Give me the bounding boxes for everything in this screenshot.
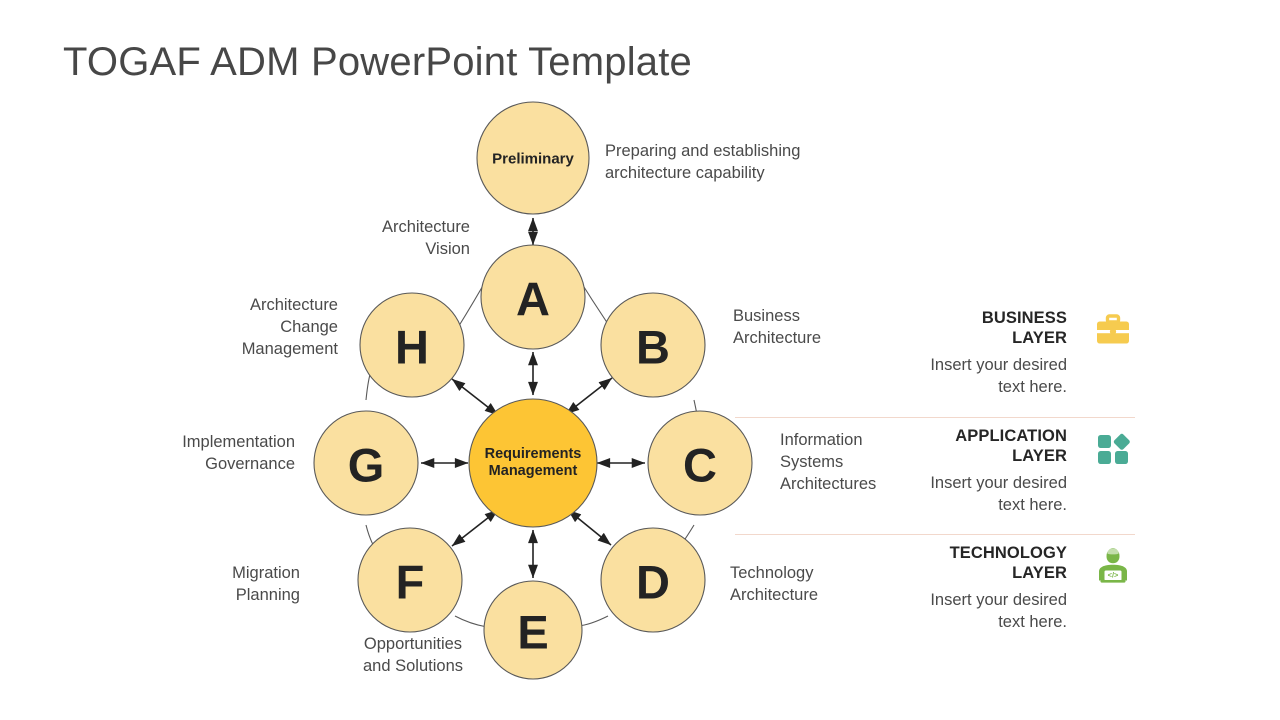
circle-b-letter: B (636, 321, 670, 374)
circle-e[interactable]: E (483, 580, 583, 680)
callout-preliminary-line2: architecture capability (605, 163, 765, 182)
circle-c[interactable]: C (647, 410, 753, 516)
briefcase-icon (1091, 308, 1135, 352)
hub-spokes (420, 351, 646, 579)
callout-technology-architecture: Technology Architecture (730, 564, 819, 604)
app-squares-icon (1091, 426, 1135, 470)
callout-business-architecture: Business Architecture (733, 307, 822, 347)
callout-preliminary-description: Preparing and establishing architecture … (605, 141, 835, 185)
callout-implementation-governance: Implementation Governance (182, 433, 295, 473)
legend-application-title: APPLICATION LAYER (955, 427, 1067, 466)
circle-preliminary[interactable]: Preliminary (476, 101, 590, 215)
legend-row-business[interactable]: BUSINESS LAYER Insert your desired text … (735, 300, 1135, 417)
developer-icon: </> (1091, 543, 1135, 587)
legend-business-text: BUSINESS LAYER Insert your desired text … (767, 308, 1067, 398)
circle-h[interactable]: H (359, 292, 465, 398)
circle-c-letter: C (683, 439, 717, 492)
legend-technology-title: TECHNOLOGY LAYER (949, 544, 1067, 583)
legend-business-description: Insert your desired text here. (930, 356, 1067, 396)
callout-migration-planning: Migration Planning (232, 564, 300, 604)
circle-e-letter: E (517, 606, 548, 659)
circle-b[interactable]: B (600, 292, 706, 398)
circle-g[interactable]: G (313, 410, 419, 516)
callout-architecture-change-management: Architecture Change Management (241, 296, 338, 358)
callout-information-systems-architectures: Information Systems Architectures (780, 431, 877, 493)
legend-application-text: APPLICATION LAYER Insert your desired te… (767, 426, 1067, 516)
circle-d[interactable]: D (600, 527, 706, 633)
legend-technology-text: TECHNOLOGY LAYER Insert your desired tex… (767, 543, 1067, 633)
circle-h-letter: H (395, 321, 429, 374)
circle-d-letter: D (636, 556, 670, 609)
circle-requirements-management[interactable]: Requirements Management (468, 398, 598, 528)
page-title: TOGAF ADM PowerPoint Template (63, 40, 693, 84)
legend-row-technology[interactable]: TECHNOLOGY LAYER Insert your desired tex… (735, 534, 1135, 651)
legend-business-title: BUSINESS LAYER (981, 309, 1067, 348)
layers-legend-panel: BUSINESS LAYER Insert your desired text … (735, 300, 1135, 651)
callout-opportunities-and-solutions: Opportunities and Solutions (363, 635, 463, 675)
hub-label-line2: Management (489, 463, 578, 479)
circle-a-letter: A (516, 273, 550, 326)
circle-g-letter: G (348, 439, 385, 492)
callout-architecture-vision: Architecture Vision (381, 218, 470, 258)
legend-technology-description: Insert your desired text here. (930, 591, 1067, 631)
hub-label-line1: Requirements (485, 446, 582, 462)
callout-preliminary-line1: Preparing and establishing (605, 142, 801, 160)
circle-a[interactable]: A (480, 244, 586, 350)
svg-text:</>: </> (1108, 570, 1119, 579)
circle-f[interactable]: F (357, 527, 463, 633)
circle-f-letter: F (396, 556, 425, 609)
legend-row-application[interactable]: APPLICATION LAYER Insert your desired te… (735, 417, 1135, 534)
circle-preliminary-label: Preliminary (492, 151, 574, 168)
legend-application-description: Insert your desired text here. (930, 474, 1067, 514)
